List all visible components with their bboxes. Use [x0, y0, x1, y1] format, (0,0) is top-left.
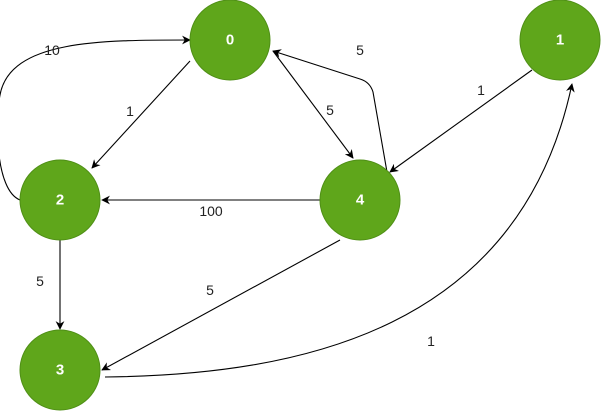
node-label: 2 — [56, 192, 64, 209]
edge-0-4[interactable] — [272, 50, 354, 159]
node-1[interactable]: 1 — [519, 0, 601, 81]
node-label: 1 — [556, 32, 564, 49]
node-label: 4 — [356, 192, 365, 209]
node-circle — [19, 159, 101, 241]
node-circle — [19, 329, 101, 411]
edge-3-1[interactable] — [104, 83, 575, 378]
node-label: 3 — [56, 362, 64, 379]
edge-label-0-4: 5 — [326, 102, 334, 118]
edge-2-0[interactable] — [0, 35, 191, 201]
node-circle — [189, 0, 271, 81]
edge-label-2-0: 10 — [44, 42, 60, 58]
node-circle — [519, 0, 601, 81]
edge-1-4[interactable] — [389, 69, 533, 173]
edge-labels: 1 10 5 5 1 100 5 5 1 — [36, 42, 485, 349]
edge-4-0[interactable] — [272, 49, 388, 173]
edge-label-4-0: 5 — [356, 42, 364, 58]
edge-0-2[interactable] — [91, 60, 191, 169]
edges — [0, 35, 575, 378]
node-label: 0 — [226, 32, 234, 49]
node-0[interactable]: 0 — [189, 0, 271, 81]
node-4[interactable]: 4 — [319, 159, 401, 241]
edge-4-3[interactable] — [101, 239, 341, 371]
edge-label-0-2: 1 — [126, 103, 134, 119]
node-circle — [319, 159, 401, 241]
edge-label-4-3: 5 — [206, 282, 214, 298]
node-3[interactable]: 3 — [19, 329, 101, 411]
edge-label-4-2: 100 — [199, 203, 223, 219]
edge-label-1-4: 1 — [477, 82, 485, 98]
edge-label-2-3: 5 — [36, 273, 44, 289]
edge-label-3-1: 1 — [427, 333, 435, 349]
node-2[interactable]: 2 — [19, 159, 101, 241]
